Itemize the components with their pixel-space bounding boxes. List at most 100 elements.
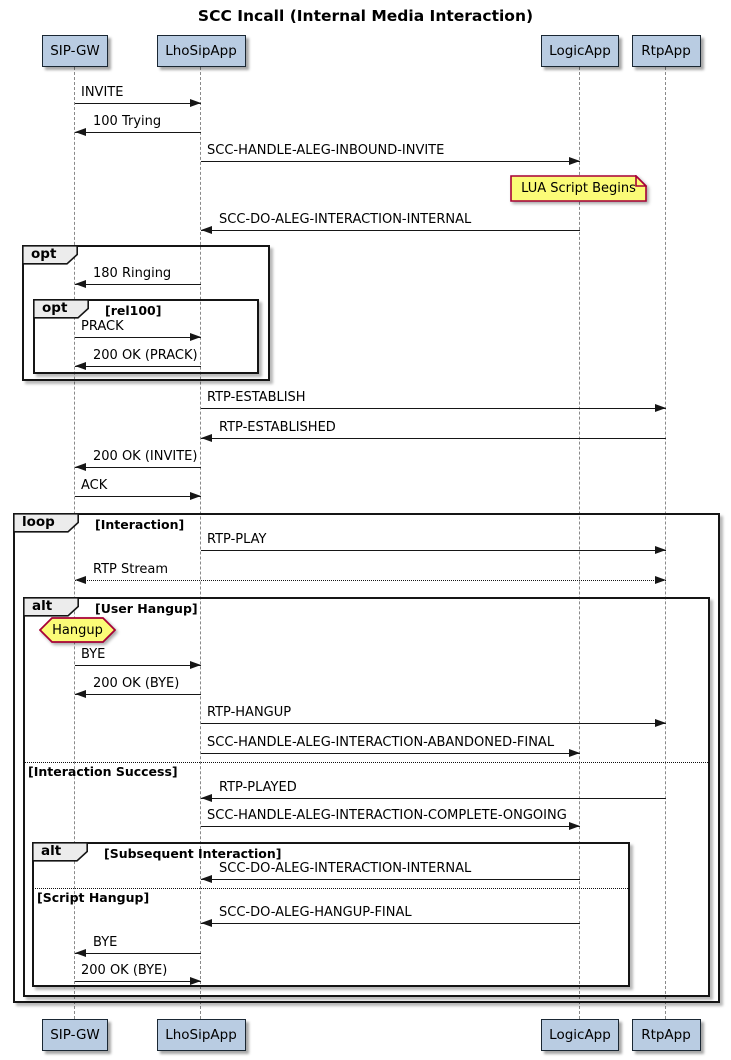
arrowhead-icon (75, 463, 86, 471)
frame-alt: alt [Subsequent Interaction] (32, 842, 630, 987)
diagram-title: SCC Incall (Internal Media Interaction) (197, 7, 534, 25)
message-label: 100 Trying (93, 114, 162, 129)
arrowhead-icon (655, 404, 666, 412)
message-label: RTP-HANGUP (207, 705, 292, 720)
arrowhead-icon (201, 434, 212, 442)
message-line (201, 879, 580, 880)
frame-guard: [Interaction] (95, 517, 185, 532)
message-label: 180 Ringing (93, 266, 172, 281)
message-label: RTP-PLAY (207, 532, 267, 547)
message-line (75, 496, 201, 497)
message-line (75, 694, 201, 695)
lifeline-sipgw (74, 67, 75, 1019)
message-label: SCC-DO-ALEG-INTERACTION-INTERNAL (219, 861, 472, 876)
message-line (75, 103, 201, 104)
arrowhead-icon (569, 749, 580, 757)
participant-top-logic: LogicApp (541, 35, 619, 67)
frame-tab-alt: alt (23, 597, 80, 617)
hexagon-label: Hangup (52, 622, 103, 638)
arrowhead-icon (190, 99, 201, 107)
lifeline-lho (200, 67, 201, 1019)
participant-bottom-logic: LogicApp (541, 1019, 619, 1051)
message-line (75, 366, 201, 367)
message-label: BYE (93, 935, 118, 950)
participant-top-sipgw: SIP-GW (42, 35, 108, 67)
message-line (75, 665, 201, 666)
frame-tab-loop: loop (13, 513, 80, 533)
frame-opt: opt (22, 245, 270, 381)
message-line (201, 161, 580, 162)
message-line (201, 753, 580, 754)
message-label: INVITE (81, 85, 124, 100)
arrowhead-icon (569, 157, 580, 165)
message-line (75, 284, 201, 285)
message-label: SCC-DO-ALEG-INTERACTION-INTERNAL (219, 212, 472, 227)
arrowhead-icon (655, 719, 666, 727)
arrowhead-icon (75, 362, 86, 370)
alt-divider (23, 762, 710, 763)
arrowhead-icon (75, 949, 86, 957)
message-line (201, 230, 580, 231)
frame-tab-opt: opt (33, 299, 90, 319)
message-line (201, 923, 580, 924)
arrowhead-icon (190, 333, 201, 341)
note-label: LUA Script Begins (521, 181, 636, 196)
lifeline-logic (579, 67, 580, 1019)
message-label: SCC-HANDLE-ALEG-INTERACTION-ABANDONED-FI… (207, 735, 555, 750)
arrowhead-icon (190, 661, 201, 669)
participant-top-rtp: RtpApp (631, 35, 701, 67)
participant-bottom-lho: LhoSipApp (156, 1019, 246, 1051)
hangup-hexagon: Hangup (38, 617, 117, 643)
lifeline-rtp (665, 67, 666, 1019)
message-line (75, 337, 201, 338)
arrowhead-icon (75, 128, 86, 136)
message-label: PRACK (81, 319, 124, 334)
arrowhead-icon (75, 280, 86, 288)
message-label: BYE (81, 647, 106, 662)
participant-bottom-rtp: RtpApp (631, 1019, 701, 1051)
arrowhead-icon (201, 226, 212, 234)
message-label: SCC-HANDLE-ALEG-INTERACTION-COMPLETE-ONG… (207, 808, 567, 823)
arrowhead-icon (655, 576, 666, 584)
frame-loop: loop [Interaction] (13, 513, 720, 1003)
alt-divider-label: [Interaction Success] (28, 764, 178, 779)
frame-guard: [User Hangup] (95, 601, 198, 616)
arrowhead-icon (655, 546, 666, 554)
message-label: 200 OK (BYE) (93, 676, 180, 691)
message-line (201, 438, 666, 439)
message-line (201, 798, 666, 799)
arrowhead-icon (201, 875, 212, 883)
frame-guard: [Subsequent Interaction] (104, 846, 282, 861)
arrowhead-icon (201, 794, 212, 802)
message-label: RTP Stream (93, 562, 169, 577)
arrowhead-icon (75, 576, 86, 584)
message-line (201, 408, 666, 409)
alt-divider-label: [Script Hangup] (37, 890, 150, 905)
frame-guard: [rel100] (105, 303, 162, 318)
message-line (201, 826, 580, 827)
message-label: ACK (81, 478, 108, 493)
message-label: RTP-PLAYED (219, 780, 297, 795)
message-line (75, 953, 201, 954)
alt-divider (32, 888, 630, 889)
frame-alt: alt [User Hangup] (23, 597, 710, 997)
participant-top-lho: LhoSipApp (156, 35, 246, 67)
note: LUA Script Begins (510, 174, 648, 202)
participant-bottom-sipgw: SIP-GW (42, 1019, 108, 1051)
frame-tab-opt: opt (22, 245, 79, 265)
message-line (75, 580, 666, 581)
message-line (75, 467, 201, 468)
message-label: 200 OK (PRACK) (93, 348, 198, 363)
arrowhead-icon (190, 492, 201, 500)
message-label: SCC-HANDLE-ALEG-INBOUND-INVITE (207, 143, 445, 158)
arrowhead-icon (201, 919, 212, 927)
frame-opt: opt [rel100] (33, 299, 259, 374)
message-line (75, 132, 201, 133)
message-label: 200 OK (INVITE) (93, 449, 198, 464)
frame-tab-alt: alt (32, 842, 89, 862)
message-line (201, 550, 666, 551)
message-label: 200 OK (BYE) (81, 963, 168, 978)
message-label: RTP-ESTABLISH (207, 390, 306, 405)
message-label: SCC-DO-ALEG-HANGUP-FINAL (219, 905, 412, 920)
